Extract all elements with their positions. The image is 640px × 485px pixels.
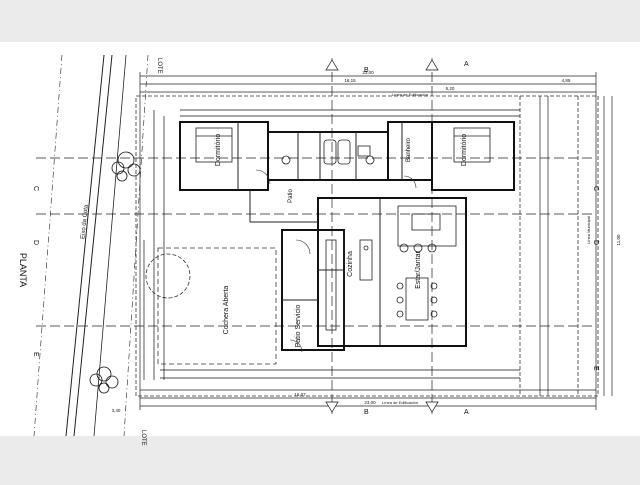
- section-mark-a-bottom: A: [464, 409, 469, 416]
- section-mark-c-left: C: [32, 186, 39, 191]
- room-label-dormitorio-left: Dormitório: [215, 134, 222, 166]
- dim-bottom-a: 16,07: [294, 392, 306, 397]
- kitchen-counter: [325, 239, 373, 331]
- lot-boundary: [135, 95, 599, 397]
- dim-right-side: 11,00: [616, 234, 621, 245]
- section-markers: [325, 59, 439, 413]
- section-mark-a-top: A: [464, 61, 469, 68]
- section-mark-c-right: C: [592, 186, 599, 191]
- section-mark-b-top: B: [364, 67, 369, 74]
- dim-top-a: 16,15: [344, 78, 356, 83]
- dimension-lines: [139, 72, 613, 410]
- dim-top-total: 23,00: [362, 70, 374, 75]
- site-label-bottom: LOTE: [140, 430, 146, 446]
- room-label-banheiro: Banheiro: [406, 137, 412, 162]
- dim-top-b: 4,85: [562, 78, 571, 83]
- dimension-ticks: [153, 109, 520, 380]
- dining-set: [396, 205, 457, 321]
- room-label-dormitorio-right: Dormitório: [461, 134, 468, 166]
- dim-left-side: 3,40: [112, 408, 121, 413]
- house-walls: [179, 121, 515, 351]
- section-mark-e-right: E: [592, 366, 599, 371]
- room-label-patio-servicio: Patio Servicio: [295, 304, 302, 347]
- room-label-cochera-aberta: Cochera Aberta: [223, 286, 230, 335]
- street-lines: [33, 54, 149, 437]
- interior-walls: [237, 122, 403, 346]
- site-label: LOTE: [156, 58, 162, 74]
- paper-sheet: [0, 42, 640, 436]
- road-label: Eixo da Cota: [80, 204, 90, 239]
- section-lines: [36, 58, 596, 414]
- garage-area: [143, 240, 277, 380]
- dim-top-c: 6,20: [446, 86, 455, 91]
- room-label-estar-jantar: Estar/Jantar: [415, 250, 422, 288]
- section-mark-d-right: D: [592, 240, 599, 245]
- room-label-cozinha: Cozinha: [347, 251, 354, 277]
- section-mark-b-bottom: B: [364, 409, 369, 416]
- tree-icon: [89, 151, 141, 394]
- page-title: PLANTA: [18, 253, 28, 287]
- section-mark-e-left: E: [32, 352, 39, 357]
- section-mark-d-left: D: [32, 240, 39, 245]
- label-linea-edificacion-top: Línea de Edificación: [392, 92, 428, 97]
- bathroom-fixtures: [281, 139, 375, 165]
- label-linea-municipal: Línea Municipal: [586, 216, 591, 244]
- room-label-patio: Patio: [288, 189, 294, 203]
- furniture-beds: [195, 127, 491, 163]
- dim-bottom-b: 23,00: [364, 400, 376, 405]
- label-linea-edificacion-bottom: Línea de Edificación: [382, 400, 418, 405]
- door-swings: [255, 169, 417, 353]
